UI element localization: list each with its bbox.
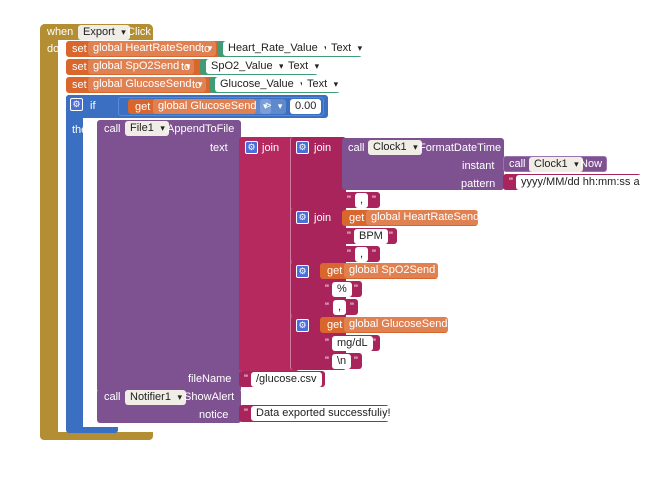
file-append-block[interactable] [97, 120, 241, 392]
pattern-input[interactable]: yyyy/MM/dd hh:mm:ss a [516, 175, 645, 190]
get-spo2-var-dropdown[interactable]: global SpO2Send [344, 263, 451, 278]
notice-input[interactable]: Data exported successfully! [251, 406, 396, 421]
quote-close-icon: " [354, 283, 358, 295]
file-component-dropdown[interactable]: File1 [125, 121, 169, 136]
join-mutator-gear-icon[interactable]: ⚙ [296, 211, 309, 224]
glucose-value-dropdown[interactable]: Glucose_Value [215, 77, 309, 92]
show-alert-method-label: .ShowAlert [181, 391, 235, 403]
set-label: set [72, 43, 87, 55]
join-outer-block[interactable] [239, 137, 299, 371]
quote-close-icon: " [632, 176, 636, 188]
then-label: then [72, 124, 94, 136]
join-spo2-block[interactable] [290, 262, 320, 316]
join-mutator-gear-icon[interactable]: ⚙ [296, 141, 309, 154]
set-spo2-var-dropdown[interactable]: global SpO2Send [88, 59, 195, 74]
quote-open-icon: " [325, 337, 329, 349]
get-label: get [349, 212, 365, 224]
quote-open-icon: " [325, 283, 329, 295]
quote-open-icon: " [347, 248, 351, 260]
instant-socket-label: instant [462, 160, 495, 172]
number-input[interactable]: 0.00 [290, 99, 322, 114]
dot-label: . [320, 43, 324, 55]
quote-close-icon: " [316, 373, 320, 385]
heart-rate-prop-dropdown[interactable]: Text [326, 41, 367, 56]
spo2-prop-dropdown[interactable]: Text [283, 59, 324, 74]
get-label: get [327, 319, 343, 331]
join-mutator-gear-icon[interactable]: ⚙ [245, 141, 258, 154]
join-label: join [262, 142, 280, 154]
comma-input[interactable]: , [355, 247, 369, 262]
get-label: get [135, 101, 151, 113]
when-label: when [47, 26, 74, 38]
join-label: join [314, 142, 332, 154]
set-label: set [72, 79, 87, 91]
call-label: call [348, 142, 365, 154]
call-label: call [104, 391, 121, 403]
dot-label: . [277, 61, 281, 73]
quote-open-icon: " [244, 407, 248, 419]
get-label: get [327, 265, 343, 277]
filename-socket-label: fileName [188, 373, 232, 385]
comma-input[interactable]: , [355, 193, 369, 208]
bpm-input[interactable]: BPM [354, 229, 388, 244]
quote-close-icon: " [372, 337, 376, 349]
quote-close-icon: " [350, 301, 354, 313]
quote-open-icon: " [509, 176, 513, 188]
set-label: set [72, 61, 87, 73]
if-label: if [90, 100, 96, 112]
clock-now-component-dropdown[interactable]: Clock1 [529, 157, 583, 172]
comma-input[interactable]: , [333, 300, 347, 315]
text-socket-label: text [210, 142, 228, 154]
if-mutator-gear-icon[interactable]: ⚙ [70, 98, 83, 111]
quote-open-icon: " [325, 301, 329, 313]
quote-close-icon: " [372, 194, 376, 206]
append-method-label: .AppendToFile [164, 123, 235, 135]
quote-open-icon: " [325, 355, 329, 367]
event-component-dropdown[interactable]: Export [78, 25, 130, 40]
glucose-prop-dropdown[interactable]: Text [302, 77, 343, 92]
filename-input[interactable]: /glucose.csv [251, 372, 322, 387]
do-label: do [47, 43, 60, 55]
set-glucose-var-dropdown[interactable]: global GlucoseSend [88, 77, 207, 92]
newline-input[interactable]: \n [332, 354, 352, 369]
quote-close-icon: " [389, 230, 393, 242]
clock-component-dropdown[interactable]: Clock1 [368, 140, 422, 155]
quote-close-icon: " [372, 248, 376, 260]
get-heartrate-var-dropdown[interactable]: global HeartRateSend [366, 210, 495, 225]
mgdl-input[interactable]: mg/dL [332, 336, 373, 351]
spo2-value-dropdown[interactable]: SpO2_Value [206, 59, 288, 74]
to-label: to [192, 79, 202, 91]
pattern-socket-label: pattern [461, 178, 496, 190]
heart-rate-value-dropdown[interactable]: Heart_Rate_Value [223, 41, 333, 56]
quote-close-icon: " [380, 407, 384, 419]
quote-open-icon: " [347, 194, 351, 206]
notice-socket-label: notice [199, 409, 229, 421]
notifier-component-dropdown[interactable]: Notifier1 [125, 390, 186, 405]
dot-label: . [296, 79, 300, 91]
join-mutator-gear-icon[interactable]: ⚙ [296, 319, 309, 332]
format-method-label: .FormatDateTime [416, 142, 502, 154]
percent-input[interactable]: % [332, 282, 352, 297]
set-heartrate-var-dropdown[interactable]: global HeartRateSend [88, 41, 217, 56]
now-method-label: .Now [577, 158, 603, 170]
join-mutator-gear-icon[interactable]: ⚙ [296, 265, 309, 278]
quote-open-icon: " [347, 230, 351, 242]
quote-close-icon: " [354, 355, 358, 367]
call-label: call [509, 158, 526, 170]
join-label: join [314, 212, 332, 224]
compare-operator-dropdown[interactable]: > [260, 99, 287, 114]
to-label: to [201, 43, 211, 55]
event-name-label: .Click [124, 26, 151, 38]
quote-open-icon: " [244, 373, 248, 385]
call-label: call [104, 123, 121, 135]
to-label: to [181, 61, 191, 73]
get-glucose-var-dropdown[interactable]: global GlucoseSend [344, 317, 463, 332]
get-glucose-var-dropdown[interactable]: global GlucoseSend [153, 99, 272, 114]
